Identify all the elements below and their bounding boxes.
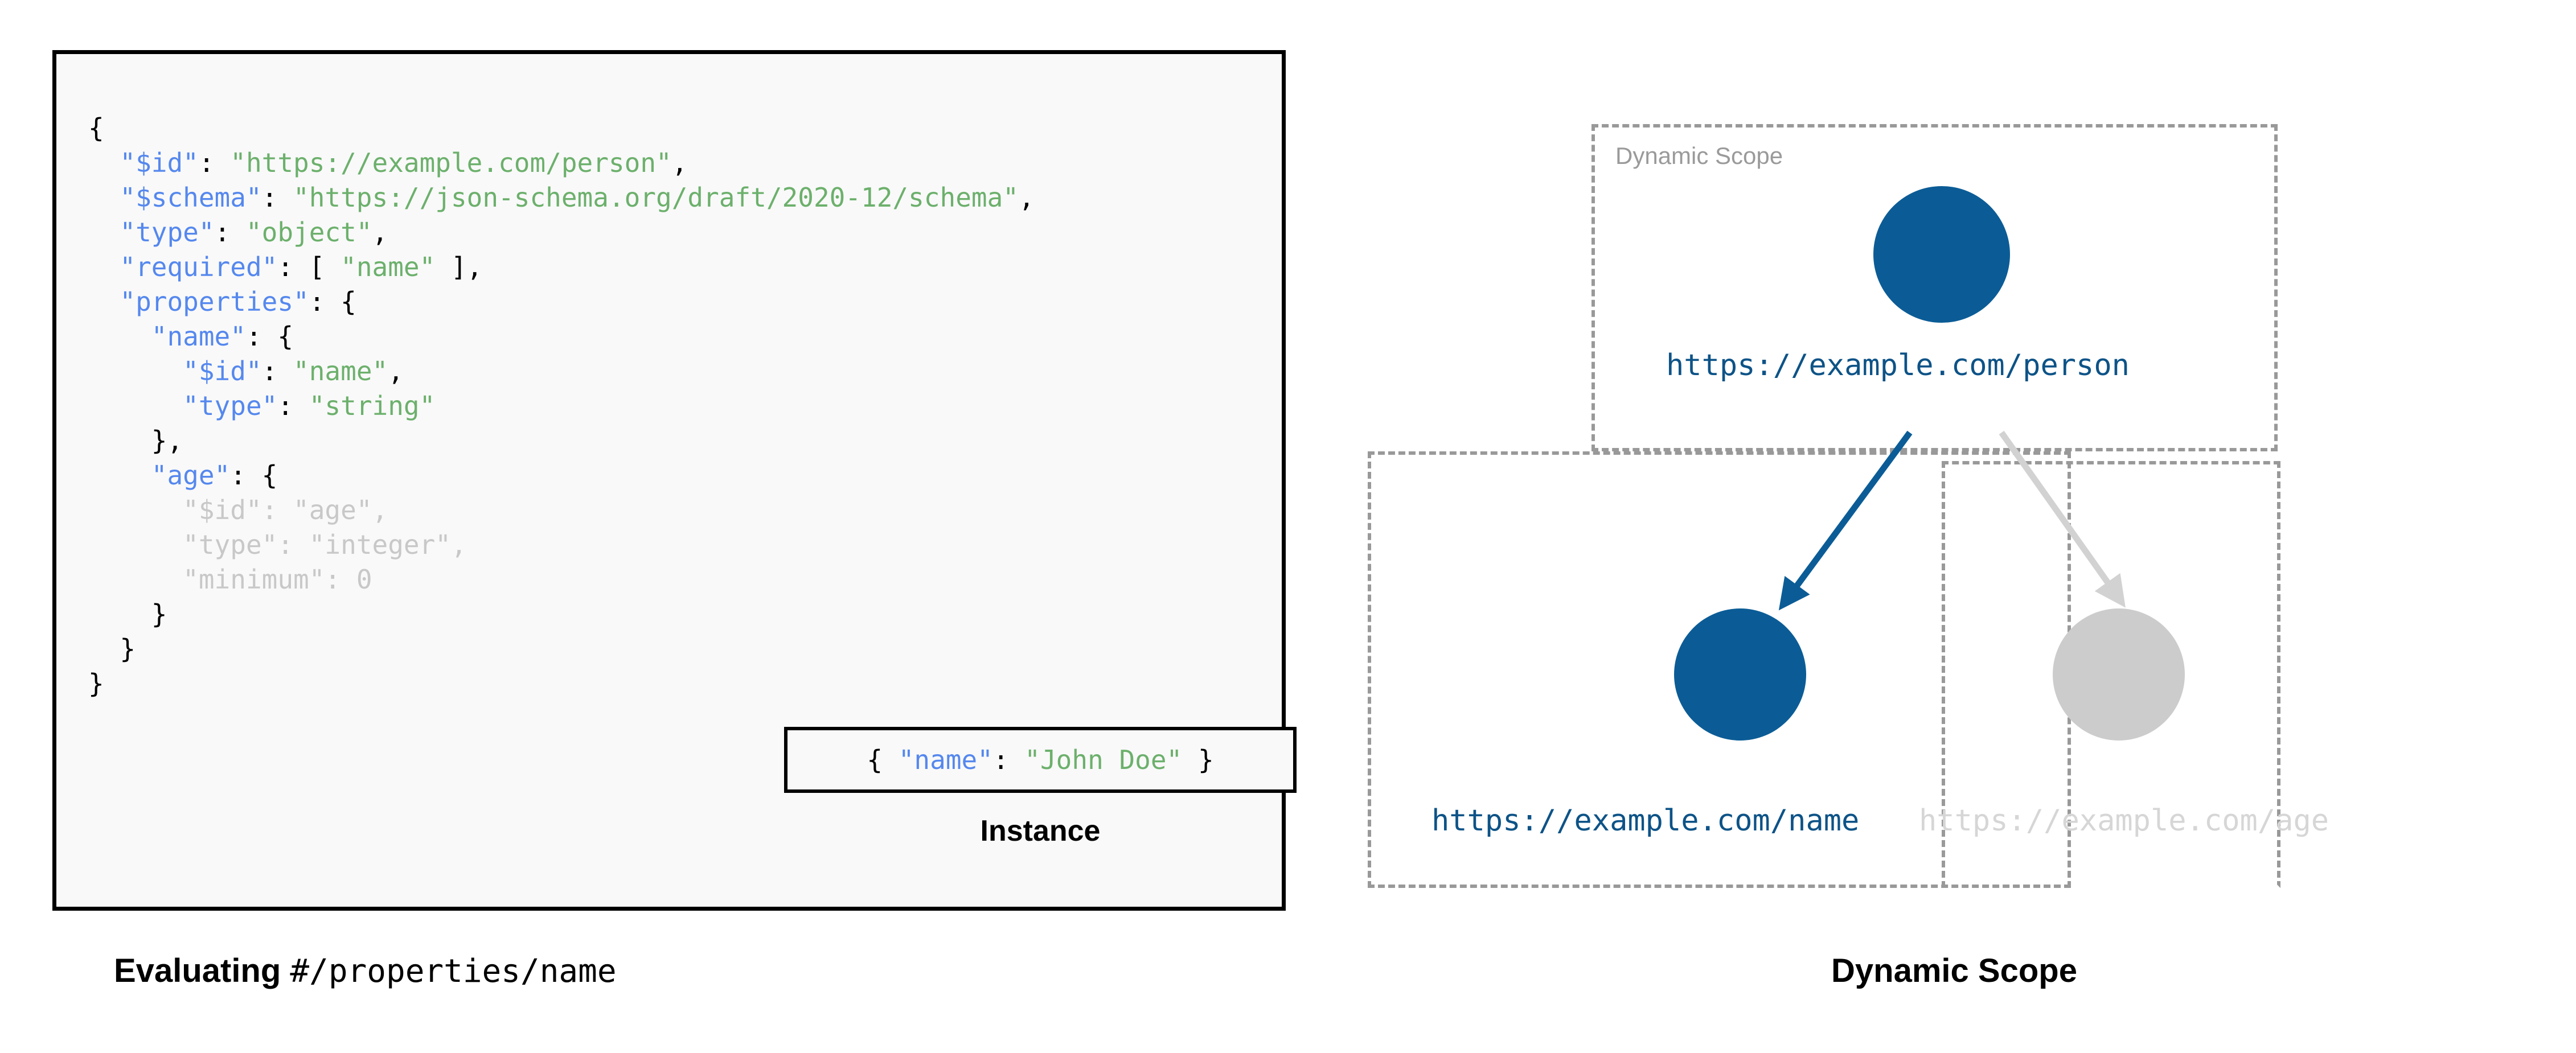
code-line: }, [88,425,183,456]
code-token: "age" [151,460,231,491]
code-token: } [1182,744,1214,775]
code-line: "$id": "age", [88,495,388,525]
node-circle-name [1674,608,1806,741]
code-token: "age" [293,495,372,525]
code-token: : [261,182,294,213]
code-line: } [88,599,167,630]
code-token: } [151,599,167,630]
code-token: } [120,634,136,664]
node-circle-person [1873,186,2010,323]
code-token: "John Doe" [1024,744,1183,775]
node-label-age: https://example.com/age [1919,804,2329,838]
code-token: { [867,744,899,775]
code-token: ], [435,252,483,282]
code-line: } [88,668,104,699]
code-token: : [325,564,356,595]
code-token: "minimum" [183,564,325,595]
code-token: : [277,529,309,560]
instance-json-code: { "name": "John Doe" } [867,744,1213,775]
code-line: "$id": "name", [88,356,404,386]
node-circle-age [2053,608,2185,741]
dynamic-scope-diagram: Dynamic Scope https://example.com/person… [1332,0,2576,1053]
instance-caption: Instance [980,815,1101,848]
node-label-person: https://example.com/person [1666,348,2130,382]
code-line: { [88,113,104,143]
left-caption-prefix: Evaluating [114,952,290,989]
code-token: "name" [151,321,246,352]
schema-code-panel: { "$id": "https://example.com/person", "… [52,50,1297,911]
code-line: } [88,634,136,664]
code-token: "https://json-schema.org/draft/2020-12/s… [293,182,1019,213]
instance-box: { "name": "John Doe" } [784,727,1297,793]
code-token: , [372,217,388,248]
schema-json-code: { "$id": "https://example.com/person", "… [88,111,1035,701]
code-token: "required" [120,252,278,282]
code-line: "age": { [88,460,278,491]
code-token: "properties" [120,286,309,317]
node-label-name: https://example.com/name [1431,804,1860,838]
scope-box-person [1591,124,2278,451]
code-token: , [450,529,467,560]
code-token: , [1018,182,1035,213]
code-token: , [372,495,388,525]
code-token: : { [309,286,356,317]
code-token: "type" [183,529,278,560]
right-figure-caption: Dynamic Scope [1831,952,2077,989]
code-token: }, [151,425,183,456]
code-token: , [388,356,404,386]
code-token: "$id" [120,147,199,178]
code-line: "type": "object", [88,217,388,248]
code-line: "type": "integer", [88,529,467,560]
code-token: "integer" [309,529,451,560]
code-token: "$schema" [120,182,262,213]
code-token: { [88,113,104,143]
code-line: "properties": { [88,286,356,317]
code-line: "$schema": "https://json-schema.org/draf… [88,182,1035,213]
code-token: : [198,147,231,178]
code-line: "minimum": 0 [88,564,372,595]
code-token: : { [230,460,278,491]
code-token: 0 [356,564,372,595]
code-token: "$id" [183,495,262,525]
code-token: "object" [245,217,372,248]
code-line: "$id": "https://example.com/person", [88,147,687,178]
code-token: : [992,744,1025,775]
code-line: "name": { [88,321,293,352]
code-token: } [88,668,104,699]
code-token: "name" [898,744,993,775]
code-token: "name" [293,356,388,386]
code-token: : [261,495,294,525]
code-token: : { [245,321,294,352]
code-token: "https://example.com/person" [230,147,672,178]
code-token: , [671,147,688,178]
code-token: : [261,356,294,386]
code-token: "type" [183,390,278,421]
left-figure-caption: Evaluating #/properties/name [114,952,617,990]
code-line: "required": [ "name" ], [88,252,482,282]
code-token: : [214,217,246,248]
code-token: "string" [309,390,436,421]
scope-label: Dynamic Scope [1615,142,1783,169]
code-token: "$id" [183,356,262,386]
code-token: : [277,390,309,421]
code-token: : [ [277,252,341,282]
code-token: "name" [341,252,436,282]
code-line: "type": "string" [88,390,435,421]
code-token: "type" [120,217,215,248]
left-caption-pointer: #/properties/name [290,953,617,990]
